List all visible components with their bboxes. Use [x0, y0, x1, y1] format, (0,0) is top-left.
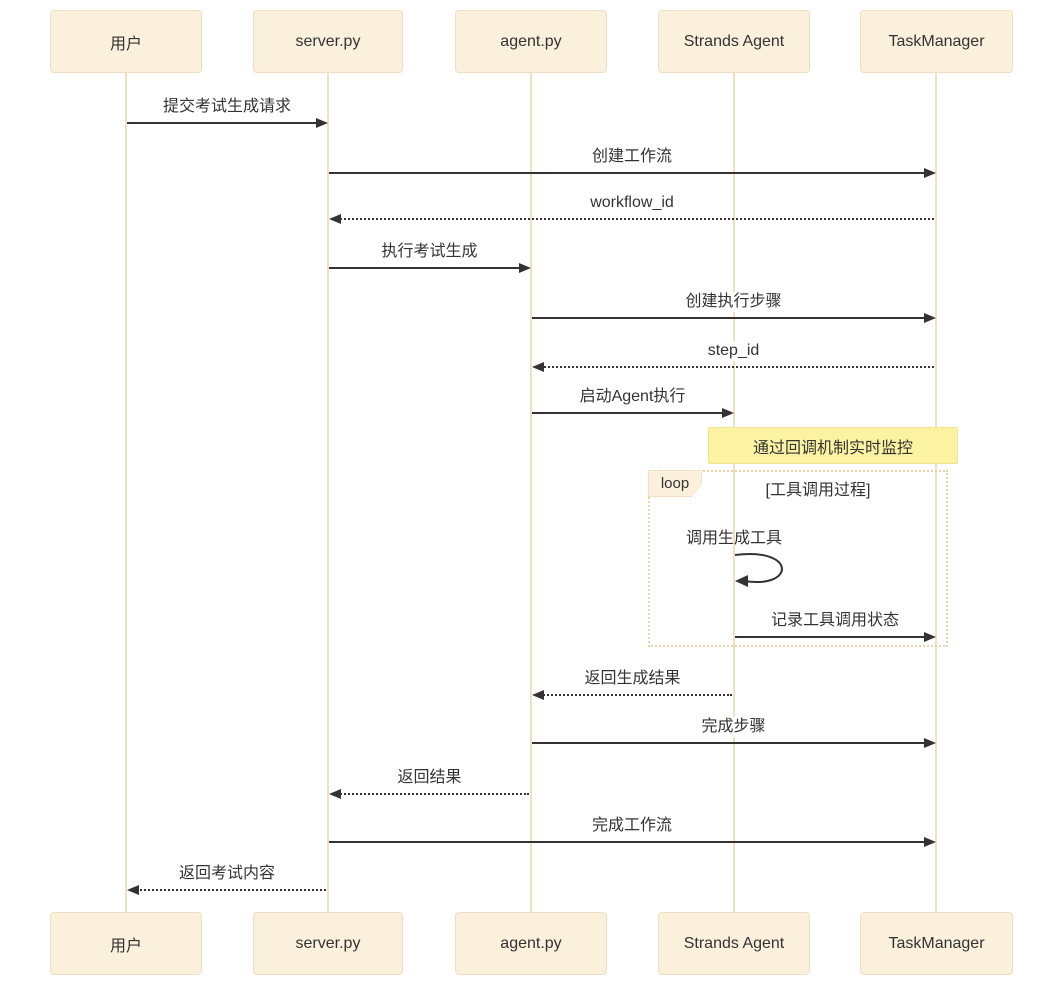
message-line-3	[329, 267, 521, 269]
message-line-11	[337, 793, 529, 795]
arrowhead-5	[532, 362, 544, 372]
participant-top-0: 用户	[50, 10, 202, 73]
participant-bottom-0: 用户	[50, 912, 202, 975]
lifeline-4	[935, 73, 937, 912]
message-line-1	[329, 172, 926, 174]
message-label-6: 启动Agent执行	[576, 387, 689, 407]
arrowhead-4	[924, 313, 936, 323]
arrowhead-2	[329, 214, 341, 224]
message-label-3: 执行考试生成	[378, 242, 481, 262]
message-line-2	[337, 218, 934, 220]
arrowhead-13	[127, 885, 139, 895]
participant-top-3: Strands Agent	[658, 10, 810, 73]
participant-bottom-4: TaskManager	[860, 912, 1013, 975]
arrowhead-8	[924, 632, 936, 642]
participant-bottom-3: Strands Agent	[658, 912, 810, 975]
message-line-12	[329, 841, 926, 843]
participant-top-4: TaskManager	[860, 10, 1013, 73]
arrowhead-3	[519, 263, 531, 273]
message-line-0	[127, 122, 318, 124]
participant-bottom-2: agent.py	[455, 912, 607, 975]
lifeline-0	[125, 73, 127, 912]
message-label-0: 提交考试生成请求	[159, 97, 295, 117]
arrowhead-10	[924, 738, 936, 748]
message-label-13: 返回考试内容	[175, 864, 279, 884]
message-label-2: workflow_id	[587, 193, 677, 213]
loop-frame	[648, 470, 948, 647]
participant-top-1: server.py	[253, 10, 403, 73]
message-label-5: step_id	[704, 341, 763, 361]
message-label-10: 完成步骤	[698, 717, 769, 737]
message-label-12: 完成工作流	[588, 816, 676, 836]
loop-label: loop	[648, 470, 702, 497]
message-line-8	[735, 636, 926, 638]
arrowhead-12	[924, 837, 936, 847]
message-label-4: 创建执行步骤	[682, 292, 785, 312]
message-line-4	[532, 317, 926, 319]
loop-condition: [工具调用过程]	[765, 482, 871, 499]
participant-bottom-1: server.py	[253, 912, 403, 975]
message-line-10	[532, 742, 926, 744]
message-label-1: 创建工作流	[588, 147, 676, 167]
arrowhead-1	[924, 168, 936, 178]
arrowhead-9	[532, 690, 544, 700]
message-line-6	[532, 412, 724, 414]
message-label-8: 记录工具调用状态	[767, 611, 903, 631]
arrowhead-6	[722, 408, 734, 418]
arrowhead-0	[316, 118, 328, 128]
note-realtime-monitor: 通过回调机制实时监控	[708, 427, 958, 464]
message-label-9: 返回生成结果	[581, 669, 684, 689]
participant-top-2: agent.py	[455, 10, 607, 73]
message-label-7: 调用生成工具	[685, 530, 783, 547]
lifeline-1	[327, 73, 329, 912]
message-line-13	[135, 889, 326, 891]
arrowhead-11	[329, 789, 341, 799]
message-label-11: 返回结果	[394, 768, 465, 788]
message-line-9	[540, 694, 732, 696]
lifeline-3	[733, 73, 735, 912]
message-line-5	[540, 366, 934, 368]
lifeline-2	[530, 73, 532, 912]
